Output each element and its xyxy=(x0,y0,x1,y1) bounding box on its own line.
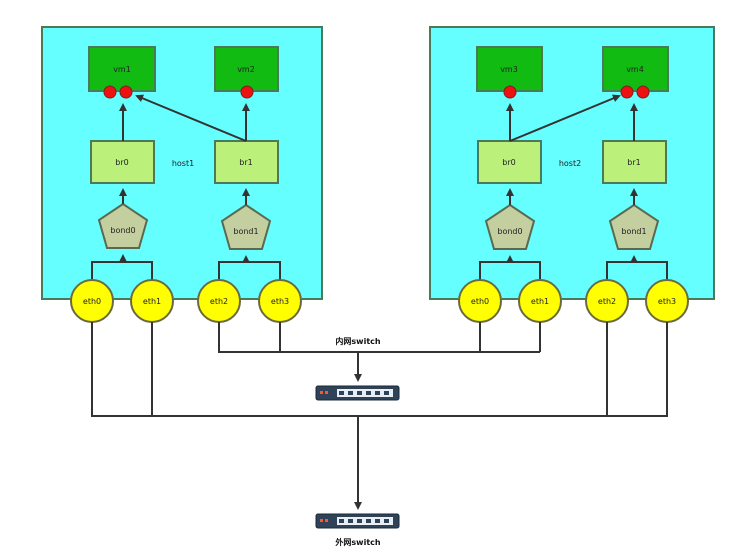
vm1-node[interactable]: vm1 xyxy=(88,46,156,92)
internal-bus-left xyxy=(218,322,540,353)
vm1-vif-a xyxy=(103,85,117,99)
host1-br0-node[interactable]: br0 xyxy=(90,140,155,184)
host2-eth1-label: eth1 xyxy=(531,297,549,306)
host1-eth0-label: eth0 xyxy=(83,297,101,306)
host2-br1-node[interactable]: br1 xyxy=(602,140,667,184)
host2-eth0-node[interactable]: eth0 xyxy=(458,279,502,323)
host1-br0-label: br0 xyxy=(115,158,128,167)
host1-eth3-label: eth3 xyxy=(271,297,289,306)
host1-label: host1 xyxy=(172,159,194,168)
external-switch-icon[interactable] xyxy=(315,513,400,529)
vm4-label: vm4 xyxy=(626,65,644,74)
host1-br1-to-vm1-line xyxy=(135,94,247,142)
host1-eth0-node[interactable]: eth0 xyxy=(70,279,114,323)
host1-bond1-node[interactable]: bond1 xyxy=(220,203,272,250)
host2-eth2-node[interactable]: eth2 xyxy=(585,279,629,323)
external-bus xyxy=(91,322,668,417)
vm4-node[interactable]: vm4 xyxy=(602,46,669,92)
host2-bond1-node[interactable]: bond1 xyxy=(608,203,660,250)
vm2-node[interactable]: vm2 xyxy=(214,46,279,92)
external-switch-label: 外网switch xyxy=(335,537,380,547)
vm1-label: vm1 xyxy=(113,65,131,74)
host2-bond0-label: bond0 xyxy=(497,227,522,236)
host2-br1-label: br1 xyxy=(627,158,640,167)
host2-br0-node[interactable]: br0 xyxy=(477,140,542,184)
host1-bond0-node[interactable]: bond0 xyxy=(97,202,149,249)
host1-br1-label: br1 xyxy=(239,158,252,167)
host1-eth2-node[interactable]: eth2 xyxy=(197,279,241,323)
host2-label: host2 xyxy=(559,159,581,168)
vm2-vif xyxy=(240,85,254,99)
host1-eth1-label: eth1 xyxy=(143,297,161,306)
host1-bond1-label: bond1 xyxy=(233,227,258,236)
host2-eth1-node[interactable]: eth1 xyxy=(518,279,562,323)
host2-eth0-label: eth0 xyxy=(471,297,489,306)
host1-bond0-label: bond0 xyxy=(110,226,135,235)
vm1-vif-b xyxy=(119,85,133,99)
host2-eth2-label: eth2 xyxy=(598,297,616,306)
vm2-label: vm2 xyxy=(237,65,255,74)
internal-switch-label: 内网switch xyxy=(335,336,380,346)
host1-eth3-node[interactable]: eth3 xyxy=(258,279,302,323)
host2-eth3-label: eth3 xyxy=(658,297,676,306)
host1-eth1-node[interactable]: eth1 xyxy=(130,279,174,323)
host2-br0-to-vm4-line xyxy=(509,94,621,142)
vm4-vif-a xyxy=(620,85,634,99)
host2-eth3-node[interactable]: eth3 xyxy=(645,279,689,323)
host2-bond1-label: bond1 xyxy=(621,227,646,236)
host1-eth2-label: eth2 xyxy=(210,297,228,306)
host2-bond0-node[interactable]: bond0 xyxy=(484,203,536,250)
vm3-label: vm3 xyxy=(500,65,518,74)
vm3-vif xyxy=(503,85,517,99)
host2-br0-label: br0 xyxy=(502,158,515,167)
vm3-node[interactable]: vm3 xyxy=(476,46,543,92)
internal-switch-icon[interactable] xyxy=(315,385,400,401)
host1-br1-node[interactable]: br1 xyxy=(214,140,279,184)
vm4-vif-b xyxy=(636,85,650,99)
